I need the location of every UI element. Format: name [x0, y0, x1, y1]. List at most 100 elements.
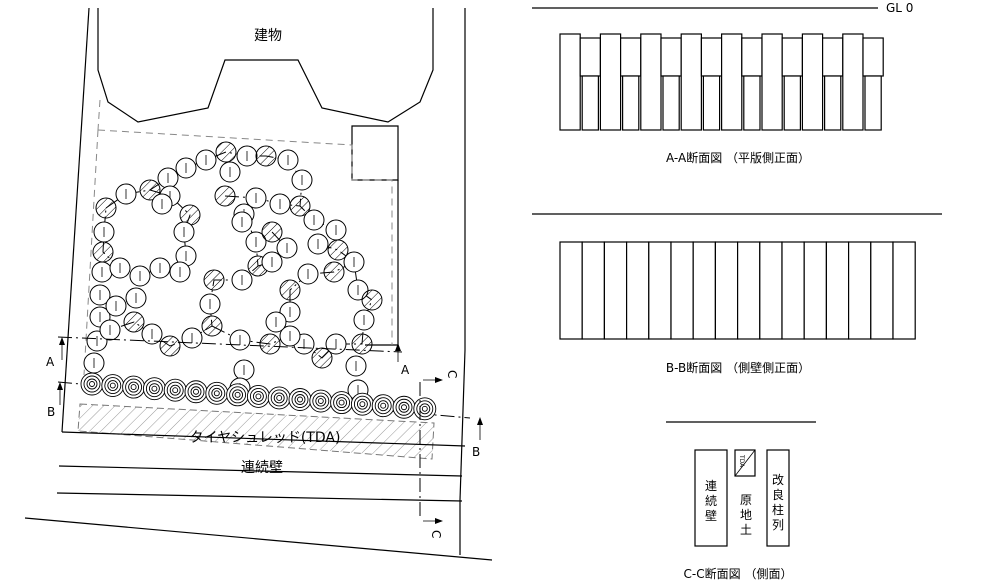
cc-wall: [694, 449, 728, 547]
ring-pile: [226, 383, 250, 407]
aa-lower-panel: [662, 75, 680, 131]
cc-wall-label: 連続壁: [705, 479, 717, 523]
pile: [245, 231, 267, 253]
pile: [353, 309, 375, 331]
pile: [307, 233, 329, 255]
pile: [173, 221, 195, 243]
svg-text:地: 地: [740, 508, 752, 522]
aa-lower-panel: [621, 75, 640, 131]
ring-pile: [392, 395, 416, 419]
marker-b-left: B: [47, 382, 63, 419]
cc-column: [766, 449, 790, 547]
pile: [323, 261, 345, 283]
pile: [279, 279, 301, 301]
site-boundary-left: [61, 7, 90, 433]
pile: [95, 197, 117, 219]
pile: [325, 219, 347, 241]
ring-pile: [309, 389, 333, 413]
building-outline: [97, 8, 434, 123]
pile: [203, 269, 225, 291]
svg-text:柱: 柱: [772, 502, 784, 517]
bb-panel: [714, 241, 739, 340]
pile: [125, 287, 147, 309]
bb-panel: [759, 241, 783, 340]
svg-text:A: A: [46, 355, 55, 369]
aa-panel: [680, 33, 703, 131]
pile: [91, 261, 113, 283]
concentric-pile-row: [80, 372, 437, 421]
ring-pile: [371, 394, 395, 418]
tda-band: [77, 403, 435, 460]
bb-panel: [648, 241, 672, 340]
ring-pile: [163, 378, 187, 402]
aa-panels: [559, 33, 884, 131]
pile: [199, 293, 221, 315]
pile: [345, 355, 367, 377]
bb-panels: [559, 241, 916, 340]
pile: [169, 261, 191, 283]
marker-c-bottom: C: [423, 518, 443, 538]
svg-text:改: 改: [772, 473, 784, 487]
ring-pile: [122, 375, 146, 399]
aa-lower-panel: [864, 75, 882, 131]
pile: [141, 323, 163, 345]
pile: [139, 179, 161, 201]
svg-text:続: 続: [705, 494, 717, 508]
pile: [269, 193, 291, 215]
aa-lower-panel: [581, 75, 600, 131]
pile: [231, 211, 253, 233]
section-bb: B-B断面図 （側壁側正面）: [532, 213, 942, 375]
ring-pile: [330, 391, 354, 415]
bb-panel: [870, 241, 894, 340]
svg-text:C: C: [429, 530, 443, 538]
pile: [351, 333, 373, 355]
dashed-boundary: [97, 129, 393, 345]
aa-panel: [640, 33, 662, 131]
pile: [99, 319, 121, 341]
pile: [261, 221, 283, 243]
bb-panel: [736, 241, 761, 340]
pile: [115, 183, 137, 205]
aa-panel: [660, 37, 682, 77]
bb-panel: [670, 241, 694, 340]
pile: [214, 185, 236, 207]
pile: [279, 325, 301, 347]
marker-b-right: B: [472, 417, 483, 459]
pile: [291, 169, 313, 191]
svg-text:C: C: [445, 370, 459, 378]
wall-line-mid: [58, 465, 463, 477]
aa-lower-panel: [823, 75, 842, 131]
aa-panel: [741, 37, 763, 77]
pile: [151, 193, 173, 215]
ring-pile: [267, 386, 291, 410]
bb-panel: [892, 241, 916, 340]
pile: [89, 284, 111, 306]
bb-panel: [559, 241, 583, 340]
cc-caption: C-C断面図 （側面）: [684, 566, 793, 581]
pile: [129, 265, 151, 287]
svg-text:良: 良: [772, 487, 784, 502]
pile: [181, 327, 203, 349]
plan-view: タイヤシュレッド(TDA) 連続壁 建物 A A B B: [24, 7, 493, 561]
aa-panel: [599, 33, 622, 131]
bb-panel: [847, 241, 872, 340]
wall-line-top: [61, 431, 466, 447]
section-line-a: [57, 336, 403, 353]
svg-text:連: 連: [705, 479, 717, 493]
tda-label: タイヤシュレッド(TDA): [190, 430, 341, 446]
aa-lower-panel: [702, 75, 721, 131]
plan-wall-label: 連続壁: [241, 459, 283, 476]
pile: [105, 295, 127, 317]
pile: [219, 161, 241, 183]
pile: [259, 333, 281, 355]
marker-a-right: A: [395, 343, 410, 377]
aa-lower-panel: [743, 75, 761, 131]
pile: [93, 221, 115, 243]
aa-panel: [842, 33, 864, 131]
pile: [303, 209, 325, 231]
pile: [245, 187, 267, 209]
svg-text:列: 列: [772, 518, 784, 532]
annex-outline: [351, 125, 399, 181]
ring-pile: [80, 372, 104, 396]
